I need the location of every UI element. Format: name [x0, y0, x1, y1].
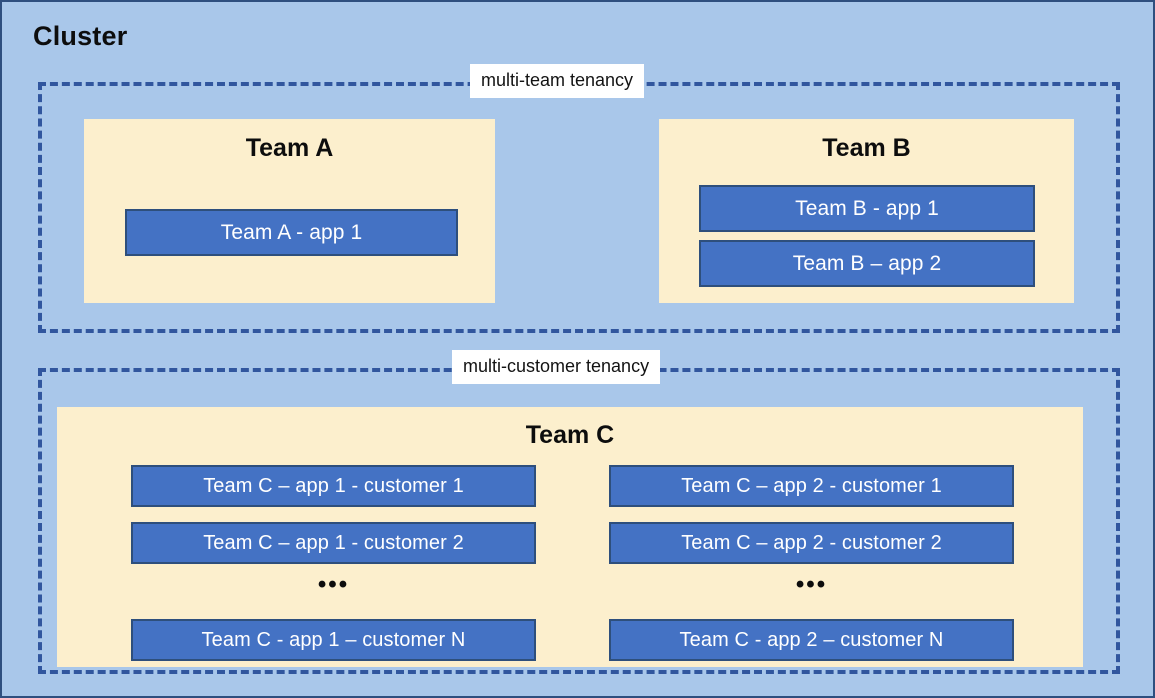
page-title: Cluster: [33, 21, 128, 51]
team-c-app-2-column: Team C – app 2 - customer 1 Team C – app…: [609, 465, 1014, 661]
multi-team-tenancy-label: multi-team tenancy: [470, 64, 645, 98]
team-a-panel: Team A Team A - app 1: [84, 119, 495, 303]
team-c-app-2-customer-1-box[interactable]: Team C – app 2 - customer 1: [609, 465, 1014, 507]
team-c-app-1-ellipsis: •••: [317, 571, 350, 598]
team-a-app-1-box[interactable]: Team A - app 1: [125, 209, 458, 256]
team-b-app-2-box[interactable]: Team B – app 2: [699, 240, 1035, 287]
team-c-app-2-customer-n-box[interactable]: Team C - app 2 – customer N: [609, 619, 1014, 661]
team-c-app-1-column: Team C – app 1 - customer 1 Team C – app…: [131, 465, 536, 661]
team-c-app-1-customer-1-box[interactable]: Team C – app 1 - customer 1: [131, 465, 536, 507]
team-b-panel: Team B Team B - app 1 Team B – app 2: [659, 119, 1074, 303]
team-c-app-1-customer-2-box[interactable]: Team C – app 1 - customer 2: [131, 522, 536, 564]
team-c-app-1-customer-n-box[interactable]: Team C - app 1 – customer N: [131, 619, 536, 661]
team-b-heading: Team B: [822, 134, 911, 162]
team-c-app-2-ellipsis: •••: [795, 571, 828, 598]
multi-customer-tenancy-label: multi-customer tenancy: [452, 350, 661, 384]
team-c-app-2-customer-2-box[interactable]: Team C – app 2 - customer 2: [609, 522, 1014, 564]
team-a-heading: Team A: [245, 134, 334, 162]
team-b-app-1-box[interactable]: Team B - app 1: [699, 185, 1035, 232]
team-c-panel: Team C Team C – app 1 - customer 1 Team …: [57, 407, 1083, 667]
team-c-heading: Team C: [525, 421, 615, 449]
